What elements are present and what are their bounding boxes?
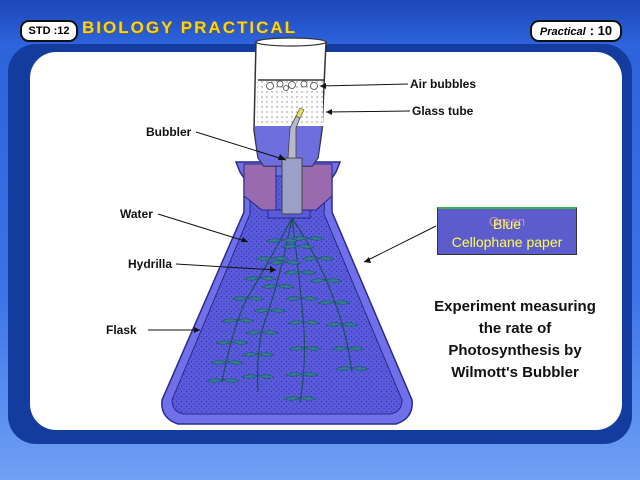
experiment-caption: Experiment measuring the rate of Photosy…	[420, 296, 610, 384]
flask-water	[171, 175, 403, 415]
label-water: Water	[120, 207, 153, 221]
std-badge: STD :12	[20, 20, 78, 42]
label-bubbler: Bubbler	[146, 125, 192, 139]
practical-number: : 10	[589, 23, 613, 38]
cellophane-label: Blue Cellophane paper	[438, 215, 576, 251]
air-bubbles	[266, 80, 318, 91]
hydrilla-plants	[221, 217, 353, 403]
caption-line: Photosynthesis by	[448, 342, 582, 359]
caption-line: the rate of	[478, 320, 552, 337]
caption-line: Wilmott's Bubbler	[451, 364, 579, 381]
bubbler-tube	[281, 157, 303, 215]
cellophane-line1: Blue	[492, 216, 522, 232]
label-flask: Flask	[106, 323, 137, 337]
caption-line: Experiment measuring	[434, 298, 596, 315]
label-glass-tube: Glass tube	[412, 104, 474, 118]
label-hydrilla: Hydrilla	[128, 257, 173, 271]
leader-lines	[148, 83, 437, 331]
cellophane-box: Green Blue Cellophane paper	[437, 207, 577, 255]
course-title: BIOLOGY PRACTICAL	[82, 18, 298, 37]
cellophane-overlay-text: Green	[488, 214, 526, 229]
label-air-bubbles: Air bubbles	[410, 77, 477, 91]
practical-label: Practical	[539, 26, 586, 38]
cellophane-line2: Cellophane paper	[451, 234, 563, 250]
practical-badge: Practical: 10	[530, 20, 622, 42]
